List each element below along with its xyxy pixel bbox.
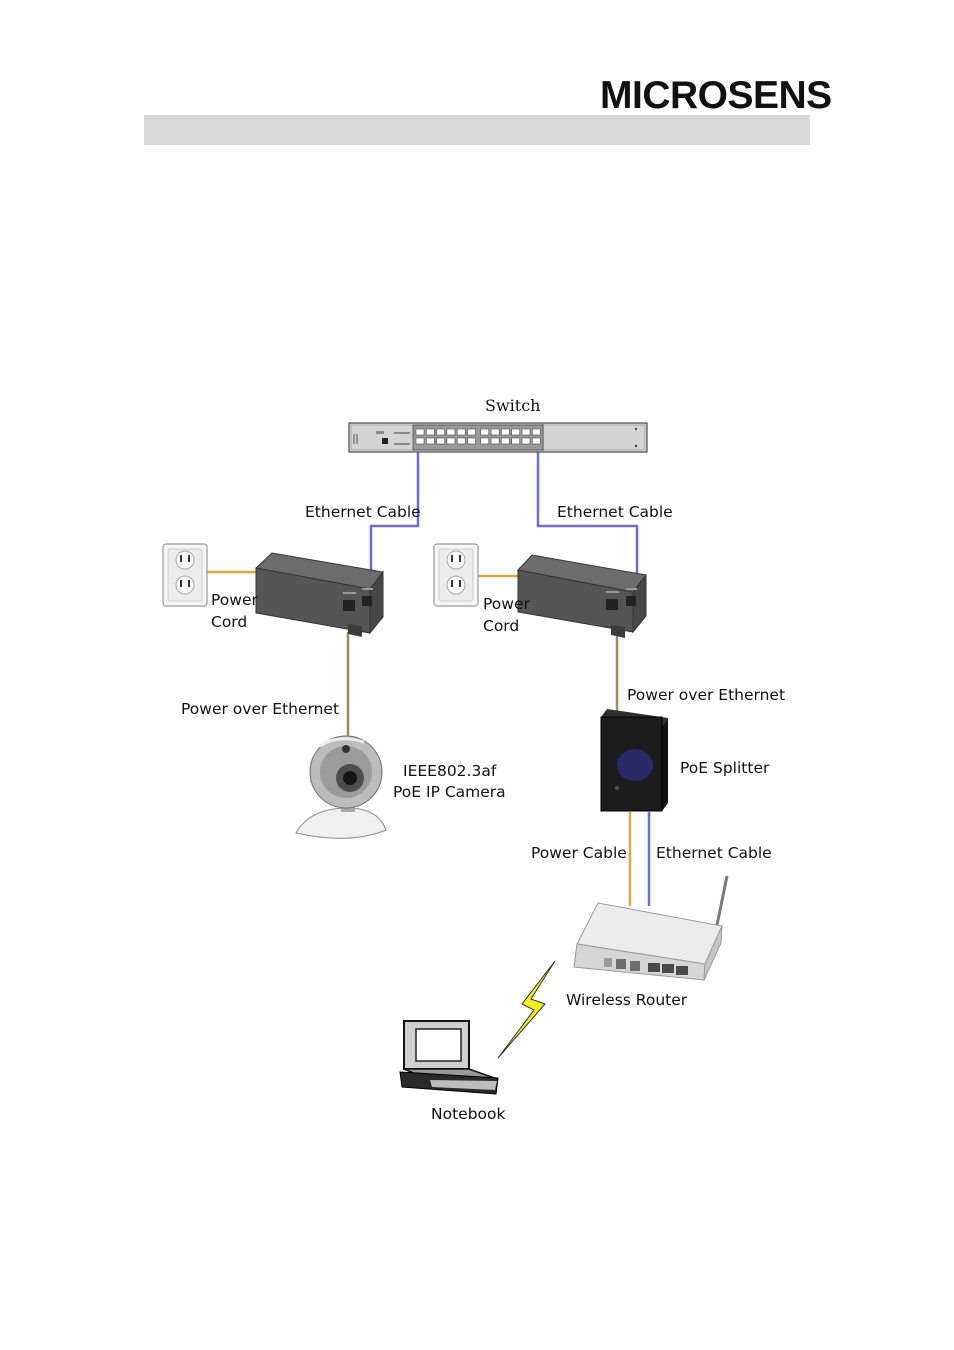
switch-port: [480, 437, 490, 445]
switch-port: [490, 437, 500, 445]
switch-port: [501, 428, 510, 436]
ip-camera-icon: [295, 735, 387, 839]
wireless-router-icon: [573, 875, 729, 981]
camera-label-line1: IEEE802.3af: [403, 762, 497, 780]
outlet-icon-right: [433, 543, 479, 607]
switch-port: [436, 437, 445, 445]
switch-port: [467, 437, 476, 445]
switch-port: [532, 428, 541, 436]
switch-port: [456, 437, 466, 445]
ethernet-cable-label-bottom: Ethernet Cable: [656, 844, 772, 862]
poe-label-left: Power over Ethernet: [181, 700, 339, 718]
poe-label-right: Power over Ethernet: [627, 686, 785, 704]
poe-injector-right: [517, 554, 647, 638]
power-cord-label-right-line1: Power: [483, 595, 530, 613]
notebook-label: Notebook: [431, 1105, 505, 1123]
switch-port: [490, 428, 500, 436]
power-cord-label-left-line2: Cord: [211, 613, 247, 631]
ethernet-cable-label-right: Ethernet Cable: [557, 503, 673, 521]
camera-label-line2: PoE IP Camera: [393, 783, 506, 801]
switch-port: [511, 428, 520, 436]
header-bar: [144, 115, 810, 145]
ethernet-cable-label-left: Ethernet Cable: [305, 503, 421, 521]
switch-label: Switch: [485, 396, 540, 415]
switch-port: [501, 437, 510, 445]
switch-port: [521, 428, 531, 436]
splitter-label: PoE Splitter: [680, 759, 770, 777]
switch-port: [446, 437, 456, 445]
poe-injector-left: [254, 552, 384, 637]
ethernet-cable-left: [369, 452, 420, 578]
power-cable-label: Power Cable: [531, 844, 627, 862]
wireless-lightning-icon: [497, 960, 556, 1059]
switch-port: [415, 437, 425, 445]
switch-port: [415, 428, 425, 436]
microsens-logo: MICROSENS: [600, 74, 832, 117]
switch-port: [480, 428, 490, 436]
poe-splitter-icon: [600, 709, 668, 812]
outlet-icon-left: [162, 543, 208, 607]
power-cord-label-left-line1: Power: [211, 591, 258, 609]
switch-port: [521, 437, 531, 445]
power-cord-label-right-line2: Cord: [483, 617, 519, 635]
switch-port: [426, 428, 435, 436]
ethernet-cable-right: [536, 452, 639, 580]
notebook-icon: [399, 1020, 499, 1095]
switch-port: [532, 437, 541, 445]
switch-port: [511, 437, 520, 445]
switch-port: [446, 428, 456, 436]
switch-port: [426, 437, 435, 445]
switch-port: [436, 428, 445, 436]
switch-port: [467, 428, 476, 436]
switch-device: [348, 422, 648, 453]
switch-port: [456, 428, 466, 436]
router-label: Wireless Router: [566, 991, 688, 1009]
